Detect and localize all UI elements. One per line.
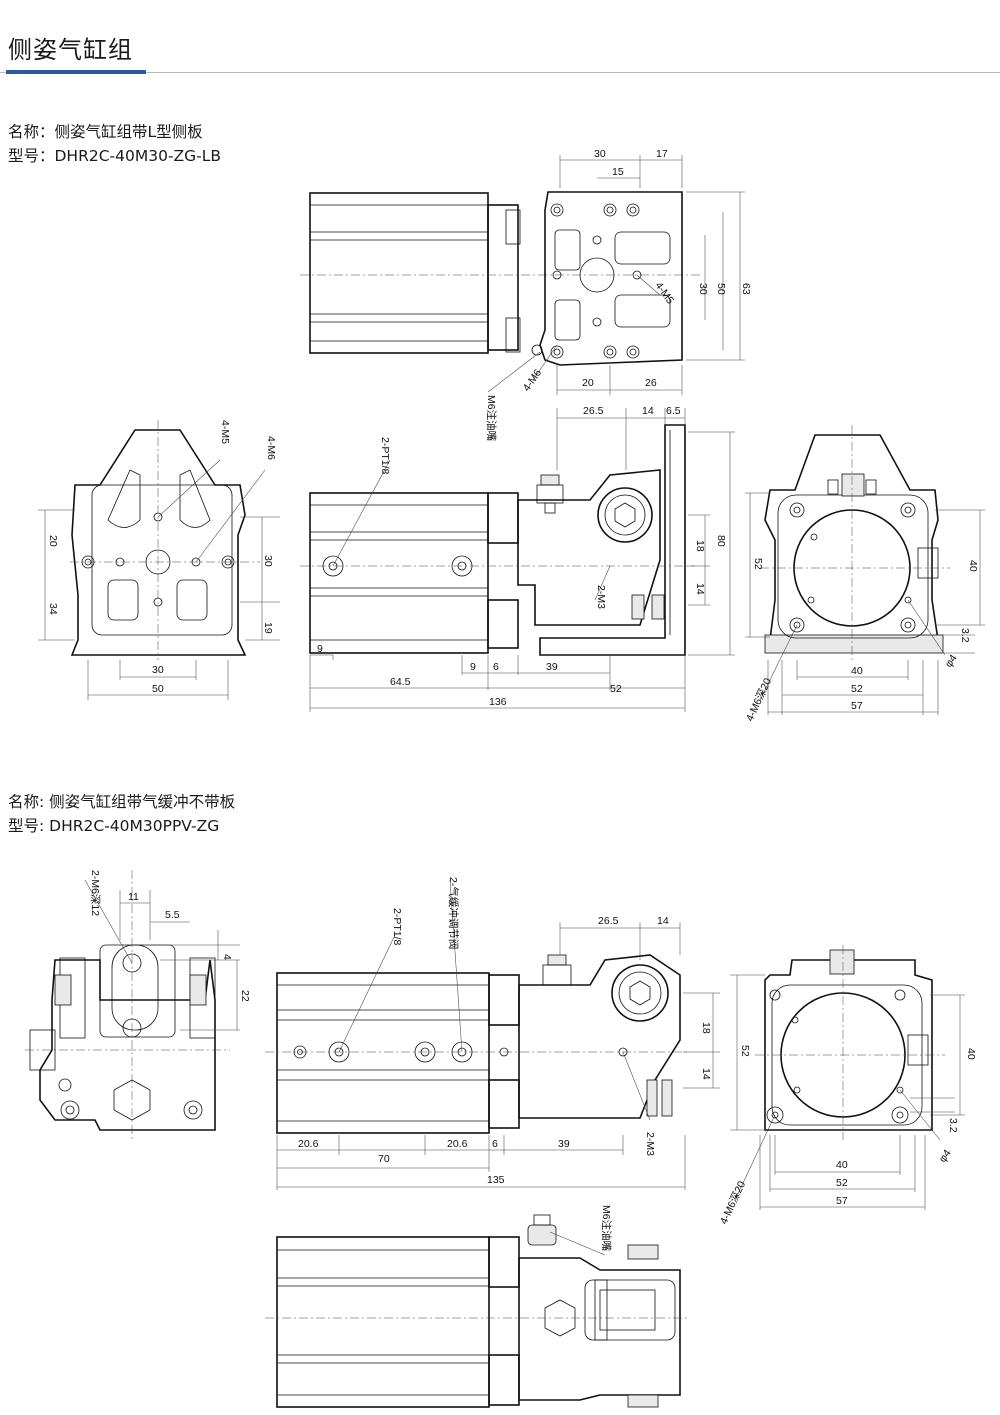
d1-top-dim-20: 20 (582, 377, 594, 389)
d1-side-dim-136: 136 (489, 696, 507, 708)
product-spec-2: 名称: 侧姿气缸组带气缓冲不带板 型号: DHR2C-40M30PPV-ZG (8, 790, 235, 838)
d1-side-dim-6: 6 (493, 661, 499, 673)
d2-end-dim-5-5: 5.5 (165, 909, 180, 921)
d2-top-callout-oil: M6注油嘴 (600, 1205, 613, 1252)
d2-front-callout-m6: 4-M6深20 (718, 1179, 748, 1226)
d1-top-view: 30 17 15 30 50 63 20 26 4-M5 4-M6 M6注油嘴 (300, 148, 752, 442)
d1-side-callout-2m3: 2-M3 (595, 585, 607, 609)
d2-side-dim-20-6a: 20.6 (298, 1138, 319, 1150)
d1-top-dim-30: 30 (594, 148, 606, 160)
d1-side-dim-52: 52 (610, 683, 622, 695)
page-title: 侧姿气缸组 (8, 36, 133, 64)
d2-front-dim-40b: 40 (836, 1159, 848, 1171)
d1-side-dim-26-5: 26.5 (583, 405, 604, 417)
d1-front-dim-3-2: 3.2 (959, 628, 971, 643)
d2-end-dim-11: 11 (128, 891, 139, 903)
d1-front-dim-40: 40 (967, 560, 979, 572)
d2-end-dim-22: 22 (239, 990, 251, 1002)
d1-side-dim-9b: 9 (470, 661, 476, 673)
d2-side-callout-2m3: 2-M3 (644, 1132, 656, 1156)
d1-end-view: 20 34 30 19 30 50 4-M5 4-M6 (38, 420, 280, 700)
d1-end-dim-20: 20 (47, 535, 59, 547)
d2-side-dim-135: 135 (487, 1174, 505, 1186)
d1-side-dim-6-5: 6.5 (666, 405, 681, 417)
d1-end-dim-30: 30 (262, 555, 274, 567)
d1-top-dim-26: 26 (645, 377, 657, 389)
d2-front-dim-52: 52 (739, 1045, 751, 1057)
d1-end-dim-50: 50 (152, 683, 164, 695)
d2-front-dim-40: 40 (965, 1048, 977, 1060)
d2-side-dim-14: 14 (657, 915, 669, 927)
d2-end-callout-m6: 2-M6深12 (89, 870, 101, 916)
d2-end-dim-4: 4 (221, 954, 233, 960)
d1-side-dim-14: 14 (642, 405, 654, 417)
d1-top-callout-4m5: 4-M5 (653, 280, 677, 307)
d1-side-callout-pt18: 2-PT1/8 (379, 437, 391, 475)
d1-front-dim-52b: 52 (851, 683, 863, 695)
d1-top-callout-oil: M6注油嘴 (485, 395, 498, 442)
d2-side-dim-20-6b: 20.6 (447, 1138, 468, 1150)
d2-side-callout-valve: 2-气缓冲调节阀 (447, 877, 460, 949)
d1-front-dim-40b: 40 (851, 665, 863, 677)
d1-top-dim-50: 50 (715, 283, 727, 295)
d1-top-dim-30b: 30 (697, 283, 709, 295)
d1-front-callout-phi4: φ4 (943, 652, 960, 669)
d1-end-dim-34: 34 (47, 603, 59, 615)
d2-side-dim-14b: 14 (700, 1068, 712, 1080)
d2-front-callout-phi4: φ4 (937, 1147, 954, 1164)
product-model-1: 型号：DHR2C-40M30-ZG-LB (8, 147, 222, 165)
d1-side-dim-9a: 9 (317, 643, 323, 655)
d2-front-view: 52 40 3.2 40 52 57 φ4 4-M6深20 (718, 945, 977, 1226)
d1-end-dim-19: 19 (262, 622, 274, 634)
d1-end-callout-4m5: 4-M5 (219, 420, 231, 444)
d1-top-callout-4m6: 4-M6 (521, 367, 545, 394)
d2-top-view: M6注油嘴 (265, 1205, 690, 1408)
product-name-2: 名称: 侧姿气缸组带气缓冲不带板 (8, 793, 236, 811)
product-name-1: 名称：侧姿气缸组带L型侧板 (8, 123, 203, 141)
d2-side-callout-pt18: 2-PT1/8 (391, 908, 403, 946)
d1-front-dim-57: 57 (851, 700, 863, 712)
d1-end-callout-4m6: 4-M6 (265, 436, 277, 460)
d1-top-dim-15: 15 (612, 166, 624, 178)
d1-side-dim-39: 39 (546, 661, 558, 673)
d2-front-dim-52b: 52 (836, 1177, 848, 1189)
d1-top-dim-63: 63 (740, 283, 752, 295)
d1-top-side-plate (539, 191, 683, 366)
d1-end-dim-30b: 30 (152, 664, 164, 676)
d1-side-dim-14b: 14 (694, 583, 706, 595)
d2-front-dim-57: 57 (836, 1195, 848, 1207)
d2-side-view: 26.5 14 18 14 20.6 20.6 6 39 70 135 2-PT… (265, 877, 720, 1190)
d2-side-dim-26-5: 26.5 (598, 915, 619, 927)
d1-side-dim-18: 18 (694, 540, 706, 552)
d1-top-cylinder-body (309, 192, 489, 354)
d2-side-dim-6: 6 (492, 1138, 498, 1150)
product-spec-1: 名称：侧姿气缸组带L型侧板 型号：DHR2C-40M30-ZG-LB (8, 120, 221, 168)
d2-side-dim-18: 18 (700, 1022, 712, 1034)
d1-side-view: 26.5 14 6.5 18 80 14 9 9 6 39 64.5 52 13… (300, 405, 735, 712)
d2-side-dim-70: 70 (378, 1153, 390, 1165)
d1-front-callout-m6: 4-M6深20 (744, 676, 774, 723)
d1-front-dim-52: 52 (752, 558, 764, 570)
d2-side-dim-39: 39 (558, 1138, 570, 1150)
d2-front-dim-3-2: 3.2 (947, 1118, 959, 1133)
product-model-2: 型号: DHR2C-40M30PPV-ZG (8, 817, 220, 835)
d2-end-view: 11 5.5 4 22 2-M6深12 (25, 870, 251, 1140)
d1-front-view: 52 40 3.2 40 52 57 φ4 4-M6深20 (744, 425, 985, 723)
title-rule (0, 72, 1000, 73)
d1-side-dim-64-5: 64.5 (390, 676, 411, 688)
title-accent-bar (6, 70, 146, 74)
d1-top-dim-17: 17 (656, 148, 668, 160)
d1-side-dim-80: 80 (715, 535, 727, 547)
